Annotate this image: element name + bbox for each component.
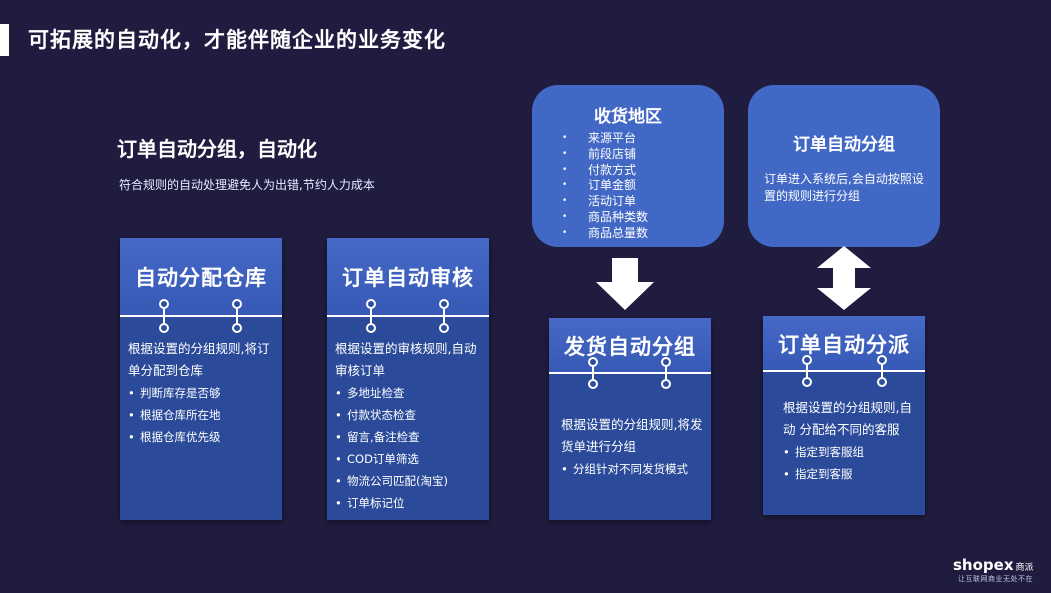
pin-icon — [661, 357, 671, 389]
card-shipping-group: 发货自动分组 根据设置的分组规则,将发货单进行分组 分组针对不同发货模式 — [549, 318, 711, 520]
pin-icon — [159, 299, 169, 333]
card-text: 根据设置的分组规则,将发货单进行分组 — [561, 417, 703, 454]
list-item: 订单标记位 — [335, 492, 483, 514]
card-text: 根据设置的分组规则,将订单分配到仓库 — [128, 341, 270, 378]
section-description: 符合规则的自动处理避免人为出错,节约人力成本 — [119, 178, 375, 192]
list-item: 商品总量数 — [562, 226, 648, 242]
pin-icon — [232, 299, 242, 333]
list-item: 根据仓库所在地 — [128, 404, 276, 426]
list-item: 商品种类数 — [562, 210, 648, 226]
card-list: 指定到客服组 指定到客服 — [783, 441, 919, 485]
list-item: 多地址检查 — [335, 382, 483, 404]
list-item: 付款状态检查 — [335, 404, 483, 426]
card-list: 分组针对不同发货模式 — [561, 458, 705, 480]
card-title: 发货自动分组 — [549, 318, 711, 373]
divider — [120, 315, 282, 317]
list-item: 指定到客服 — [783, 463, 919, 485]
bubble-receiving-region: 收货地区 来源平台 前段店铺 付款方式 订单金额 活动订单 商品种类数 商品总量… — [532, 85, 724, 247]
bubble-title: 收货地区 — [594, 107, 662, 127]
list-item: 分组针对不同发货模式 — [561, 458, 705, 480]
page-title: 可拓展的自动化，才能伴随企业的业务变化 — [28, 28, 446, 52]
card-list: 判断库存是否够 根据仓库所在地 根据仓库优先级 — [128, 382, 276, 448]
list-item: 根据仓库优先级 — [128, 426, 276, 448]
arrow-down-icon — [596, 258, 654, 310]
title-accent-bar — [0, 24, 9, 56]
card-text: 根据设置的分组规则,自动 分配给不同的客服 — [783, 400, 912, 437]
card-title: 订单自动分派 — [763, 316, 925, 371]
card-auto-dispatch: 订单自动分派 根据设置的分组规则,自动 分配给不同的客服 指定到客服组 指定到客… — [763, 316, 925, 515]
card-text: 根据设置的审核规则,自动审核订单 — [335, 341, 477, 378]
card-auto-warehouse: 自动分配仓库 根据设置的分组规则,将订单分配到仓库 判断库存是否够 根据仓库所在… — [120, 238, 282, 520]
pin-icon — [802, 355, 812, 387]
list-item: 订单金额 — [562, 178, 648, 194]
list-item: 来源平台 — [562, 131, 648, 147]
card-title: 自动分配仓库 — [120, 238, 282, 316]
brand-slogan: 让互联网商业无处不在 — [958, 575, 1033, 583]
pin-icon — [877, 355, 887, 387]
list-item: 物流公司匹配(淘宝) — [335, 470, 483, 492]
list-item: 判断库存是否够 — [128, 382, 276, 404]
divider — [763, 370, 925, 372]
section-title: 订单自动分组，自动化 — [117, 137, 317, 161]
card-body: 根据设置的分组规则,将订单分配到仓库 判断库存是否够 根据仓库所在地 根据仓库优… — [128, 338, 276, 448]
list-item: 付款方式 — [562, 163, 648, 179]
list-item: 前段店铺 — [562, 147, 648, 163]
pin-icon — [366, 299, 376, 333]
list-item: 留言,备注检查 — [335, 426, 483, 448]
pin-icon — [588, 357, 598, 389]
bubble-title: 订单自动分组 — [793, 135, 895, 155]
list-item: 活动订单 — [562, 194, 648, 210]
bubble-list: 来源平台 前段店铺 付款方式 订单金额 活动订单 商品种类数 商品总量数 — [562, 131, 648, 242]
list-item: COD订单筛选 — [335, 448, 483, 470]
card-body: 根据设置的分组规则,将发货单进行分组 分组针对不同发货模式 — [561, 414, 705, 480]
card-title: 订单自动审核 — [327, 238, 489, 316]
arrow-up-down-icon — [817, 246, 871, 310]
bubble-text: 订单进入系统后,会自动按照设置的规则进行分组 — [764, 172, 924, 203]
card-body: 根据设置的审核规则,自动审核订单 多地址检查 付款状态检查 留言,备注检查 CO… — [335, 338, 483, 514]
card-auto-review: 订单自动审核 根据设置的审核规则,自动审核订单 多地址检查 付款状态检查 留言,… — [327, 238, 489, 520]
card-list: 多地址检查 付款状态检查 留言,备注检查 COD订单筛选 物流公司匹配(淘宝) … — [335, 382, 483, 514]
pin-icon — [439, 299, 449, 333]
card-body: 根据设置的分组规则,自动 分配给不同的客服 指定到客服组 指定到客服 — [783, 397, 919, 485]
list-item: 指定到客服组 — [783, 441, 919, 463]
divider — [549, 372, 711, 374]
bubble-order-grouping: 订单自动分组 订单进入系统后,会自动按照设置的规则进行分组 — [748, 85, 940, 247]
divider — [327, 315, 489, 317]
